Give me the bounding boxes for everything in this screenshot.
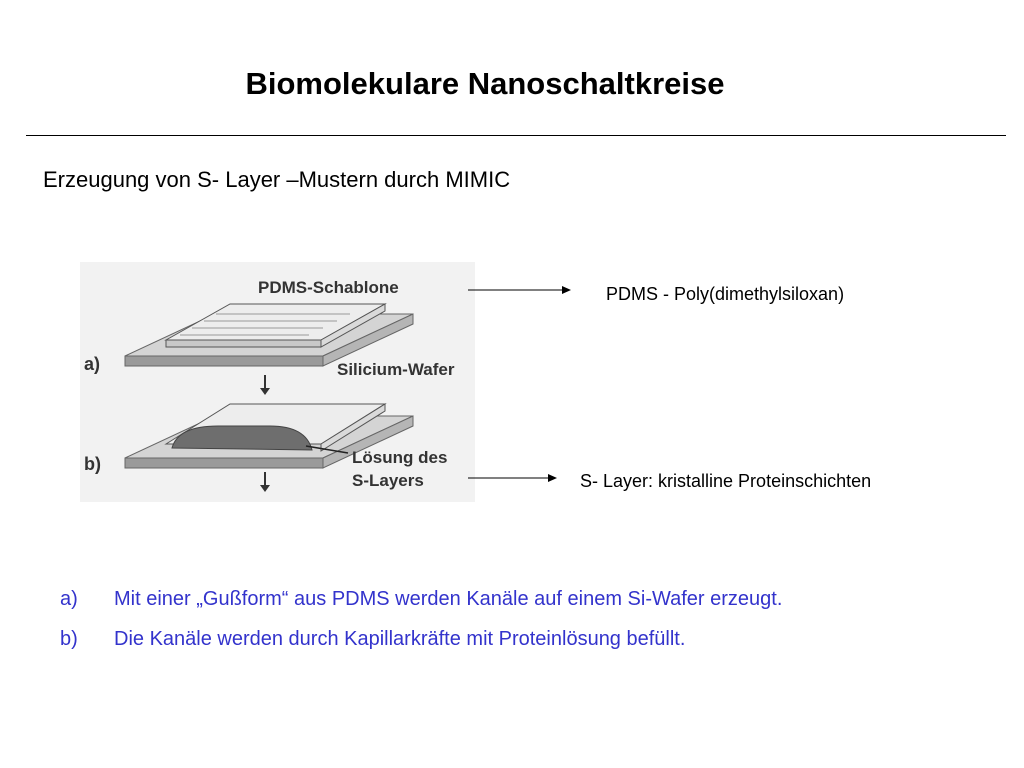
annotation-pdms: PDMS - Poly(dimethylsiloxan): [606, 284, 845, 304]
wafer-a-side: [322, 313, 414, 367]
down-arrow-icon: [260, 388, 270, 395]
list-item-text: Mit einer „Gußform“ aus PDMS werden Kanä…: [114, 588, 783, 610]
down-arrow-icon: [260, 485, 270, 492]
label-solution-line1: Lösung des: [352, 448, 447, 467]
solution-pointer-line: [305, 445, 349, 454]
title-divider: [26, 135, 1006, 136]
wafer-a-front: [124, 355, 324, 367]
label-pdms-template: PDMS-Schablone: [258, 278, 399, 297]
list-marker: a): [60, 588, 78, 610]
list-marker: b): [60, 628, 78, 650]
wafer-b-side: [322, 415, 414, 469]
label-step-b: b): [84, 454, 101, 474]
protein-solution-fill: [171, 425, 313, 451]
slide-title: Biomolekulare Nanoschaltkreise: [245, 66, 725, 101]
pdms-stamp-front: [165, 339, 322, 348]
arrow-right-icon: [468, 286, 571, 294]
arrow-right-icon: [468, 474, 557, 482]
mimic-process-figure: PDMS-Schablone Silicium-Wafer a) b) Lösu…: [80, 262, 475, 502]
annotation-s-layer: S- Layer: kristalline Proteinschichten: [580, 471, 872, 491]
list-item-text: Die Kanäle werden durch Kapillarkräfte m…: [114, 628, 686, 650]
steps-list: a) Mit einer „Gußform“ aus PDMS werden K…: [60, 586, 782, 666]
slide-subtitle: Erzeugung von S- Layer –Mustern durch MI…: [43, 167, 511, 192]
pdms-stamp-side: [320, 303, 386, 348]
label-solution-line2: S-Layers: [352, 471, 424, 490]
label-step-a: a): [84, 354, 100, 374]
label-silicon-wafer: Silicium-Wafer: [337, 360, 455, 379]
list-item: a) Mit einer „Gußform“ aus PDMS werden K…: [60, 586, 782, 626]
wafer-b-front: [124, 457, 324, 469]
list-item: b) Die Kanäle werden durch Kapillarkräft…: [60, 626, 782, 666]
